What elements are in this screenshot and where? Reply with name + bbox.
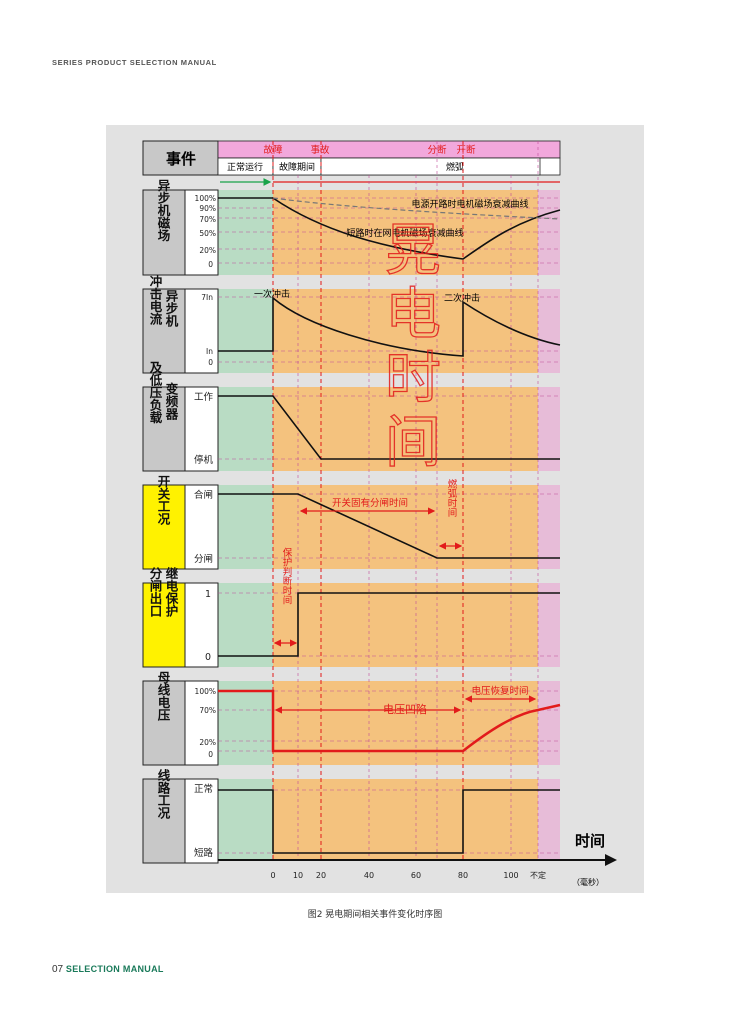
- tick-mag-90: 90%: [199, 204, 216, 213]
- tick-line-normal: 正常: [194, 783, 213, 795]
- line-status-curve: [218, 789, 560, 854]
- relay-curve: [218, 592, 560, 657]
- voltage-dip-label: 电压凹陷: [383, 702, 427, 716]
- event-title-box: [142, 140, 219, 176]
- tick-sw-open: 分闸: [194, 553, 213, 565]
- watermark-label: 晃电时间: [376, 220, 441, 476]
- first-impact-label: 一次冲击: [254, 288, 290, 300]
- tick-relay-1: 1: [205, 589, 211, 600]
- tick-sw-close: 合闸: [194, 489, 213, 501]
- inherent-time-label: 开关固有分闸时间: [332, 497, 408, 509]
- row-label-bus: 母线电压: [156, 671, 171, 722]
- x-axis-unit: （毫秒）: [572, 877, 604, 887]
- row-label-box-relay: [142, 582, 186, 668]
- x-axis-title: 时间: [575, 832, 605, 850]
- bus-voltage-curve: [218, 689, 561, 753]
- switch-curve: [218, 493, 560, 559]
- tick-cur-7in: 7In: [201, 293, 213, 302]
- x-axis-arrow: [605, 854, 617, 866]
- x-tick-0: 0: [270, 871, 275, 880]
- x-tick-40: 40: [364, 871, 374, 880]
- undetermined-band: [538, 190, 560, 860]
- tick-cur-in: In: [206, 347, 213, 356]
- row-label-box-magnetic: [142, 189, 186, 276]
- tick-mag-20: 20%: [199, 246, 216, 255]
- tick-bus-70: 70%: [199, 706, 216, 715]
- normal-band: [218, 190, 273, 860]
- tick-load-stop: 停机: [194, 454, 214, 466]
- page-footer: 07 SELECTION MANUAL: [52, 964, 164, 975]
- tick-bus-20: 20%: [199, 738, 216, 747]
- event-opening: 开断: [456, 144, 476, 156]
- tick-bus-100: 100%: [195, 687, 216, 696]
- figure-caption: 图2 晃电期间相关事件变化时序图: [307, 910, 443, 920]
- x-tick-20: 20: [316, 871, 326, 880]
- tick-bus-0: 0: [208, 750, 213, 759]
- x-tick-undetermined: 不定: [530, 870, 546, 880]
- x-tick-60: 60: [411, 871, 421, 880]
- open-circuit-decay-curve: [272, 197, 561, 220]
- row-label-switch: 开关工况: [156, 475, 171, 526]
- row-label-box-line: [142, 778, 186, 864]
- page-number: 07: [52, 964, 64, 975]
- event-accident: 事故: [310, 144, 330, 156]
- tick-relay-0: 0: [205, 652, 211, 663]
- arc-time-label: 燃弧时间: [446, 478, 458, 518]
- row-label-relay-2: 继电保护: [164, 566, 179, 618]
- short-circuit-curve-label: 短路时在网电机磁场衰减曲线: [346, 227, 463, 239]
- event-fault-period: 故障期间: [279, 161, 315, 173]
- x-tick-100: 100: [503, 871, 518, 880]
- tick-load-work: 工作: [194, 391, 214, 403]
- event-arc: 燃弧: [446, 161, 464, 173]
- impact-current-curve: [218, 296, 561, 357]
- event-title: 事件: [166, 150, 196, 168]
- x-tick-10: 10: [293, 871, 303, 880]
- row-label-current-2: 异步机: [164, 289, 179, 327]
- load-curve: [218, 395, 560, 460]
- event-normal: 正常运行: [227, 161, 263, 173]
- footer-label: SELECTION MANUAL: [65, 964, 164, 974]
- tick-mag-70: 70%: [199, 215, 216, 224]
- tick-line-short: 短路: [194, 847, 214, 859]
- fault-band: [273, 190, 538, 860]
- row-label-load-2: 变频器: [164, 381, 179, 420]
- tick-mag-0: 0: [208, 260, 213, 269]
- row-label-box-switch: [142, 484, 186, 570]
- tick-cur-0: 0: [208, 358, 213, 367]
- tick-mag-50: 50%: [199, 229, 216, 238]
- protect-time-label: 保护判断时间: [281, 547, 293, 606]
- open-circuit-curve-label: 电源开路时电机磁场衰减曲线: [411, 198, 528, 210]
- x-tick-80: 80: [458, 871, 468, 880]
- row-label-relay: 分闸出口: [148, 566, 163, 618]
- row-label-current: 冲击电流: [148, 274, 163, 326]
- tick-mag-100: 100%: [195, 194, 216, 203]
- page-header: SERIES PRODUCT SELECTION MANUAL: [52, 58, 217, 67]
- row-label-box-bus: [142, 680, 186, 766]
- recovery-label: 电压恢复时间: [471, 685, 528, 697]
- second-impact-label: 二次冲击: [444, 292, 480, 304]
- row-label-load: 及低压负载: [148, 361, 163, 424]
- row-label-box-current: [142, 288, 186, 374]
- row-label-box-load: [142, 386, 186, 472]
- row-label-magnetic: 异步机磁场: [156, 179, 171, 242]
- short-circuit-decay-curve: [218, 197, 561, 260]
- row-label-line: 线路工况: [156, 768, 171, 820]
